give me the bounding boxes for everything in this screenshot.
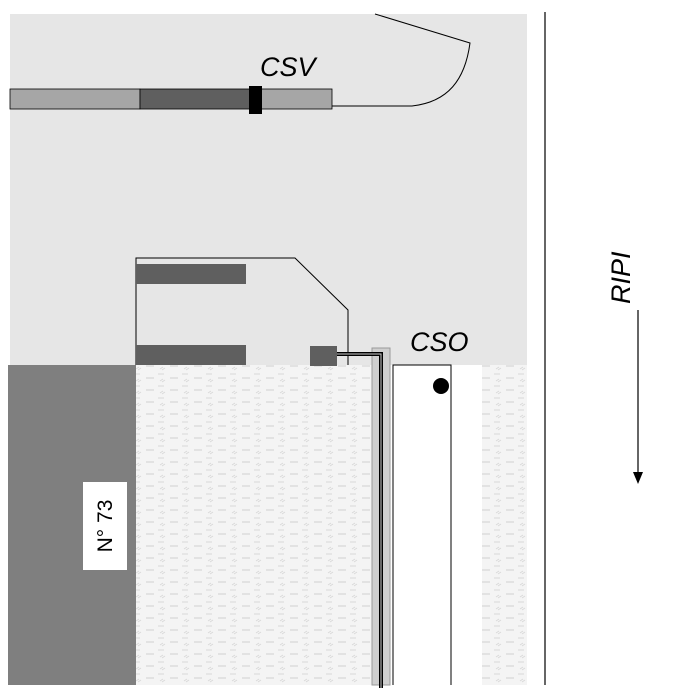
- cso-label: CSO: [410, 327, 469, 357]
- cso-point: [433, 378, 449, 394]
- csv-bar-left: [9, 88, 141, 110]
- csv-marker: [249, 86, 262, 114]
- csv-bar-right: [249, 88, 333, 110]
- upper-dark-bar: [136, 264, 246, 284]
- csv-label: CSV: [260, 52, 319, 82]
- ripi-label: RIPI: [606, 251, 636, 304]
- direction-arrow-icon: [633, 472, 643, 484]
- cso-outline: [392, 364, 452, 685]
- pipe-line-inner: [337, 353, 382, 688]
- building-number: N° 73: [94, 500, 117, 553]
- courtyard-area: [10, 14, 470, 106]
- channel-inlet: [310, 346, 337, 366]
- lower-dark-bar: [136, 345, 246, 365]
- paved-area: [136, 365, 372, 685]
- notch-outline: [332, 13, 471, 107]
- building-number-plate: [83, 482, 127, 570]
- paved-strip-right: [482, 365, 527, 685]
- csv-bar-middle: [139, 88, 251, 110]
